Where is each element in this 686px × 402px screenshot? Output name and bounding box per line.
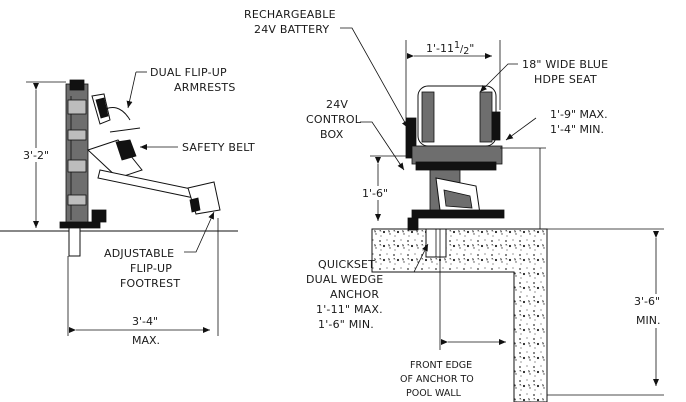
label-front-edge: FRONT EDGE OF ANCHOR TO POOL WALL: [400, 229, 515, 399]
dim-reach-text: 3'-4": [132, 315, 158, 328]
dim-deck-height-text: 1'-6": [362, 187, 388, 200]
label-control-box: 24V CONTROL BOX: [306, 98, 405, 171]
svg-text:SAFETY BELT: SAFETY BELT: [182, 141, 255, 154]
dim-seat-width-text: 1'-111/2": [426, 40, 474, 57]
svg-text:1'-4" MIN.: 1'-4" MIN.: [550, 123, 604, 136]
label-safety-belt: SAFETY BELT: [140, 141, 255, 154]
svg-text:18" WIDE BLUE: 18" WIDE BLUE: [522, 58, 608, 71]
svg-text:DUAL FLIP-UP: DUAL FLIP-UP: [150, 66, 227, 79]
svg-text:1'-9" MAX.: 1'-9" MAX.: [550, 108, 608, 121]
svg-text:FLIP-UP: FLIP-UP: [130, 262, 172, 275]
svg-text:CONTROL: CONTROL: [306, 113, 362, 126]
svg-text:FOOTREST: FOOTREST: [120, 277, 180, 290]
dim-deck-height: 1'-6": [360, 155, 412, 221]
footrest-arm: [97, 169, 197, 199]
dim-left-height: 3'-2": [23, 81, 66, 228]
label-battery: RECHARGEABLE 24V BATTERY: [244, 8, 409, 129]
dim-reach: 3'-4" MAX.: [67, 218, 219, 347]
base-plate: [59, 221, 101, 229]
svg-text:QUICKSET: QUICKSET: [318, 258, 375, 271]
svg-text:MIN.: MIN.: [636, 314, 660, 327]
mast-cap: [69, 79, 85, 91]
seat-base: [411, 145, 503, 165]
svg-text:24V: 24V: [326, 98, 348, 111]
label-armrests: DUAL FLIP-UP ARMRESTS: [126, 66, 236, 109]
svg-text:ARMRESTS: ARMRESTS: [174, 81, 236, 94]
dim-seat-height: 1'-9" MAX. 1'-4" MIN.: [500, 108, 608, 229]
label-seat: 18" WIDE BLUE HDPE SEAT: [479, 58, 608, 93]
svg-text:24V BATTERY: 24V BATTERY: [254, 23, 329, 36]
svg-text:1'-6" MIN.: 1'-6" MIN.: [318, 318, 374, 331]
front-base: [411, 209, 505, 219]
dim-left-height-text: 3'-2": [23, 149, 49, 162]
svg-text:HDPE SEAT: HDPE SEAT: [534, 73, 597, 86]
svg-text:RECHARGEABLE: RECHARGEABLE: [244, 8, 336, 21]
svg-text:POOL WALL: POOL WALL: [406, 388, 462, 399]
svg-text:FRONT EDGE: FRONT EDGE: [410, 360, 472, 371]
svg-text:3'-6": 3'-6": [634, 295, 660, 308]
dim-reach-max-text: MAX.: [132, 334, 160, 347]
dim-seat-width: 1'-111/2": [405, 40, 501, 118]
front-view-lift: [405, 85, 505, 258]
svg-text:DUAL WEDGE: DUAL WEDGE: [306, 273, 383, 286]
dim-pool-depth: 3'-6" MIN.: [547, 228, 680, 396]
label-anchor: QUICKSET DUAL WEDGE ANCHOR 1'-11" MAX. 1…: [306, 243, 429, 331]
svg-text:ANCHOR: ANCHOR: [330, 288, 379, 301]
base-box: [91, 209, 107, 223]
svg-text:1'-11" MAX.: 1'-11" MAX.: [316, 303, 383, 316]
label-footrest: ADJUSTABLE FLIP-UP FOOTREST: [104, 211, 215, 290]
svg-text:ADJUSTABLE: ADJUSTABLE: [104, 247, 174, 260]
side-seat: [87, 139, 143, 179]
svg-text:OF ANCHOR TO: OF ANCHOR TO: [400, 374, 474, 385]
svg-text:BOX: BOX: [320, 128, 344, 141]
side-view-lift: [0, 79, 238, 257]
